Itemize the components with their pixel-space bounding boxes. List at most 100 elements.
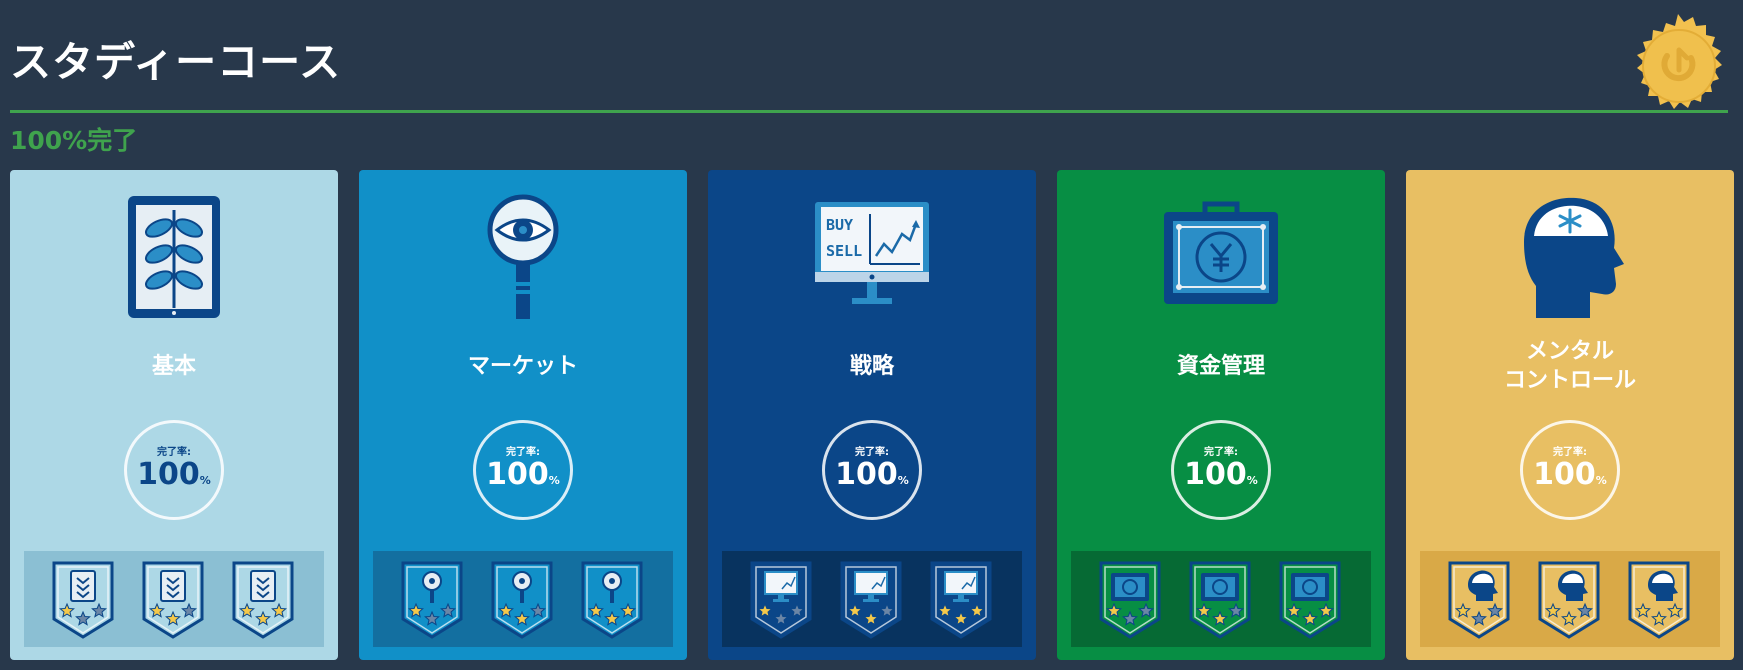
- completion-label: 完了率:: [855, 447, 889, 458]
- star-filled-icon: [271, 602, 287, 618]
- progress-line: [10, 110, 1728, 113]
- completion-ring: 完了率: 100%: [1171, 420, 1271, 520]
- course-name-line-1: メンタル: [1525, 339, 1614, 364]
- yen-briefcase-icon: [1164, 201, 1278, 304]
- star-filled-icon: [1196, 602, 1212, 618]
- completion-value: 100%: [1533, 457, 1607, 492]
- plant-badge-icon: [142, 561, 204, 639]
- monitor-badge-icon: [750, 561, 812, 639]
- completion-value: 100%: [137, 457, 211, 492]
- star-empty-icon: [1228, 602, 1244, 618]
- star-empty-icon: [1138, 602, 1154, 618]
- course-name: マーケット: [467, 354, 578, 379]
- head-badge-icon: [1448, 561, 1510, 639]
- star-empty-icon: [879, 602, 895, 618]
- star-filled-icon: [239, 602, 255, 618]
- star-empty-icon: [91, 602, 107, 618]
- course-card-market[interactable]: マーケット 完了率: 100%: [359, 170, 687, 660]
- progress-text: 100%完了: [10, 126, 138, 155]
- badge-row: [722, 551, 1022, 647]
- completion-ring: 完了率: 100%: [1520, 420, 1620, 520]
- star-empty-icon: [1122, 610, 1138, 626]
- head-badge-icon: [1538, 561, 1600, 639]
- magnifier-badge-icon: [581, 561, 643, 639]
- star-empty-icon: [530, 602, 546, 618]
- star-filled-icon: [969, 602, 985, 618]
- star-filled-icon: [937, 602, 953, 618]
- completion-value: 100%: [486, 457, 560, 492]
- star-filled-icon: [604, 610, 620, 626]
- page-title: スタディーコース: [10, 38, 342, 86]
- magnifying-eye-icon: [487, 194, 559, 319]
- star-filled-icon: [1106, 602, 1122, 618]
- completion-ring: 完了率: 100%: [822, 420, 922, 520]
- star-filled-icon: [408, 602, 424, 618]
- plant-tablet-icon: [128, 196, 220, 318]
- magnifier-badge-icon: [491, 561, 553, 639]
- head-brain-icon: [1524, 197, 1624, 318]
- course-name: 戦略: [849, 354, 894, 379]
- completion-label: 完了率:: [1553, 447, 1587, 458]
- course-card-kihon[interactable]: 基本 完了率: 100%: [10, 170, 338, 660]
- star-filled-icon: [1318, 602, 1334, 618]
- star-empty-icon: [75, 610, 91, 626]
- star-filled-icon: [1545, 602, 1561, 618]
- star-empty-icon: [181, 602, 197, 618]
- completion-ring: 完了率: 100%: [124, 420, 224, 520]
- star-empty-icon: [440, 602, 456, 618]
- course-card-mental[interactable]: メンタル コントロール 完了率: 100%: [1406, 170, 1734, 660]
- buy-sell-monitor-icon: BUY SELL: [815, 202, 929, 304]
- completion-ring: 完了率: 100%: [473, 420, 573, 520]
- briefcase-badge-icon: [1279, 561, 1341, 639]
- course-name: 基本: [151, 354, 196, 379]
- star-empty-icon: [1471, 610, 1487, 626]
- monitor-badge-icon: [930, 561, 992, 639]
- star-filled-icon: [863, 610, 879, 626]
- star-filled-icon: [498, 602, 514, 618]
- star-empty-icon: [424, 610, 440, 626]
- course-card-senryaku[interactable]: BUY SELL 戦略 完了率: 100%: [708, 170, 1036, 660]
- star-filled-icon: [1651, 610, 1667, 626]
- magnifier-badge-icon: [401, 561, 463, 639]
- star-filled-icon: [757, 602, 773, 618]
- star-filled-icon: [1212, 610, 1228, 626]
- star-filled-icon: [588, 602, 604, 618]
- head-badge-icon: [1628, 561, 1690, 639]
- completion-label: 完了率:: [157, 447, 191, 458]
- course-name-line-2: コントロール: [1503, 368, 1636, 393]
- completion-label: 完了率:: [1204, 447, 1238, 458]
- star-filled-icon: [847, 602, 863, 618]
- star-filled-icon: [255, 610, 271, 626]
- star-filled-icon: [514, 610, 530, 626]
- star-filled-icon: [59, 602, 75, 618]
- star-filled-icon: [1286, 602, 1302, 618]
- plant-badge-icon: [52, 561, 114, 639]
- briefcase-badge-icon: [1189, 561, 1251, 639]
- svg-text:BUY: BUY: [826, 216, 853, 234]
- star-filled-icon: [165, 610, 181, 626]
- star-empty-icon: [1487, 602, 1503, 618]
- star-filled-icon: [1635, 602, 1651, 618]
- briefcase-badge-icon: [1099, 561, 1161, 639]
- monitor-badge-icon: [840, 561, 902, 639]
- course-card-shikin[interactable]: 資金管理 完了率: 100%: [1057, 170, 1385, 660]
- star-filled-icon: [620, 602, 636, 618]
- completion-value: 100%: [1184, 457, 1258, 492]
- star-empty-icon: [773, 610, 789, 626]
- completion-seal-icon: [1637, 14, 1722, 109]
- star-filled-icon: [1561, 610, 1577, 626]
- star-empty-icon: [1577, 602, 1593, 618]
- course-name: 資金管理: [1176, 354, 1265, 379]
- star-filled-icon: [1302, 610, 1318, 626]
- badge-row: [24, 551, 324, 647]
- star-filled-icon: [1667, 602, 1683, 618]
- badge-row: [1420, 551, 1720, 647]
- completion-label: 完了率:: [506, 447, 540, 458]
- star-filled-icon: [1455, 602, 1471, 618]
- plant-badge-icon: [232, 561, 294, 639]
- star-filled-icon: [953, 610, 969, 626]
- star-empty-icon: [789, 602, 805, 618]
- completion-value: 100%: [835, 457, 909, 492]
- star-filled-icon: [149, 602, 165, 618]
- badge-row: [373, 551, 673, 647]
